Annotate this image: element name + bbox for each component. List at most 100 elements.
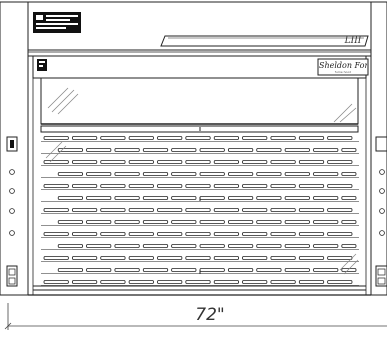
louver-slat [100, 280, 126, 284]
louver-slat [213, 280, 239, 284]
left-outlet-icon [9, 169, 15, 175]
louver-slat [270, 232, 296, 236]
louver-slat [100, 208, 126, 212]
louver-grille [41, 136, 359, 286]
louver-slat [298, 136, 325, 140]
louver-slat [256, 148, 282, 152]
louver-slat [199, 268, 225, 272]
louver-slat [242, 136, 268, 140]
right-controls [375, 136, 387, 287]
louver-slat [171, 244, 197, 248]
louver-slat [256, 172, 282, 176]
left-outlet-icon [9, 188, 15, 194]
right-receptacle-icon [375, 265, 387, 287]
lower-glass-hatch [45, 141, 359, 275]
louver-slat [341, 172, 357, 176]
louver-slat [171, 172, 197, 176]
louver-slat [86, 172, 112, 176]
louver-slat [213, 232, 239, 236]
louver-slat [100, 232, 126, 236]
louver-slat [114, 148, 140, 152]
louver-slat [298, 256, 325, 260]
louver-slat [57, 244, 84, 248]
left-outlet-icon [9, 208, 15, 214]
sash-frame [28, 55, 371, 295]
louver-slat [213, 184, 239, 188]
louver-slat [313, 172, 339, 176]
louver-slat [43, 232, 69, 236]
louver-slat [171, 148, 197, 152]
louver-slat [185, 208, 211, 212]
louver-slat [57, 148, 84, 152]
louver-slat [128, 232, 154, 236]
top-left-label-icon [33, 12, 81, 33]
louver-slat [227, 244, 254, 248]
louver-slat [284, 220, 310, 224]
louver-slat [114, 220, 140, 224]
louver-slat [327, 256, 353, 260]
louver-slat [157, 280, 183, 284]
louver-slat [327, 280, 353, 284]
airfoil-sill [28, 285, 371, 296]
louver-slat [157, 232, 183, 236]
brand-plate [317, 58, 369, 76]
louver-slat [313, 268, 339, 272]
louver-slat [284, 244, 310, 248]
louver-slat [341, 244, 357, 248]
louver-slat [242, 256, 268, 260]
right-outlet-icon [379, 188, 385, 194]
louver-slat [327, 184, 353, 188]
louver-slat [185, 256, 211, 260]
louver-slat [284, 148, 310, 152]
louver-slat [313, 196, 339, 200]
louver-slat [270, 160, 296, 164]
louver-slat [157, 256, 183, 260]
louver-slat [313, 244, 339, 248]
louver-slat [114, 268, 140, 272]
louver-slat [185, 160, 211, 164]
louver-slat [100, 256, 126, 260]
louver-slat [199, 148, 225, 152]
louver-slat [199, 172, 225, 176]
louver-slat [227, 172, 254, 176]
louver-slat [213, 160, 239, 164]
louver-slat [298, 160, 325, 164]
louver-slat [128, 136, 154, 140]
louver-slat [157, 208, 183, 212]
louver-slat [199, 244, 225, 248]
louver-slat [256, 244, 282, 248]
louver-slat [128, 256, 154, 260]
louver-slat [43, 208, 69, 212]
right-outlet-icon [379, 208, 385, 214]
louver-slat [199, 220, 225, 224]
louver-slat [227, 148, 254, 152]
louver-slat [327, 208, 353, 212]
glass-sash [40, 77, 359, 125]
louver-slat [185, 136, 211, 140]
louver-slat [43, 256, 69, 260]
louver-slat [284, 268, 310, 272]
model-badge: LIII [344, 36, 362, 46]
louver-slat [57, 172, 84, 176]
louver-slat [242, 280, 268, 284]
light-bar [160, 35, 369, 47]
louver-slat [270, 280, 296, 284]
louver-slat [327, 136, 353, 140]
louver-slat [298, 232, 325, 236]
louver-slat [327, 160, 353, 164]
louver-slat [142, 172, 169, 176]
louver-slat [157, 184, 183, 188]
brand-subtext: fume hood [334, 70, 352, 74]
right-outlet-icon [379, 169, 385, 175]
left-receptacle-icon [6, 265, 18, 287]
louver-slat [86, 196, 112, 200]
louver-slat [213, 256, 239, 260]
louver-slat [57, 220, 84, 224]
louver-slat [100, 160, 126, 164]
louver-slat [43, 160, 69, 164]
louver-slat [72, 160, 98, 164]
louver-slat [313, 148, 339, 152]
louver-slat [341, 220, 357, 224]
right-outlet-icon [379, 230, 385, 236]
